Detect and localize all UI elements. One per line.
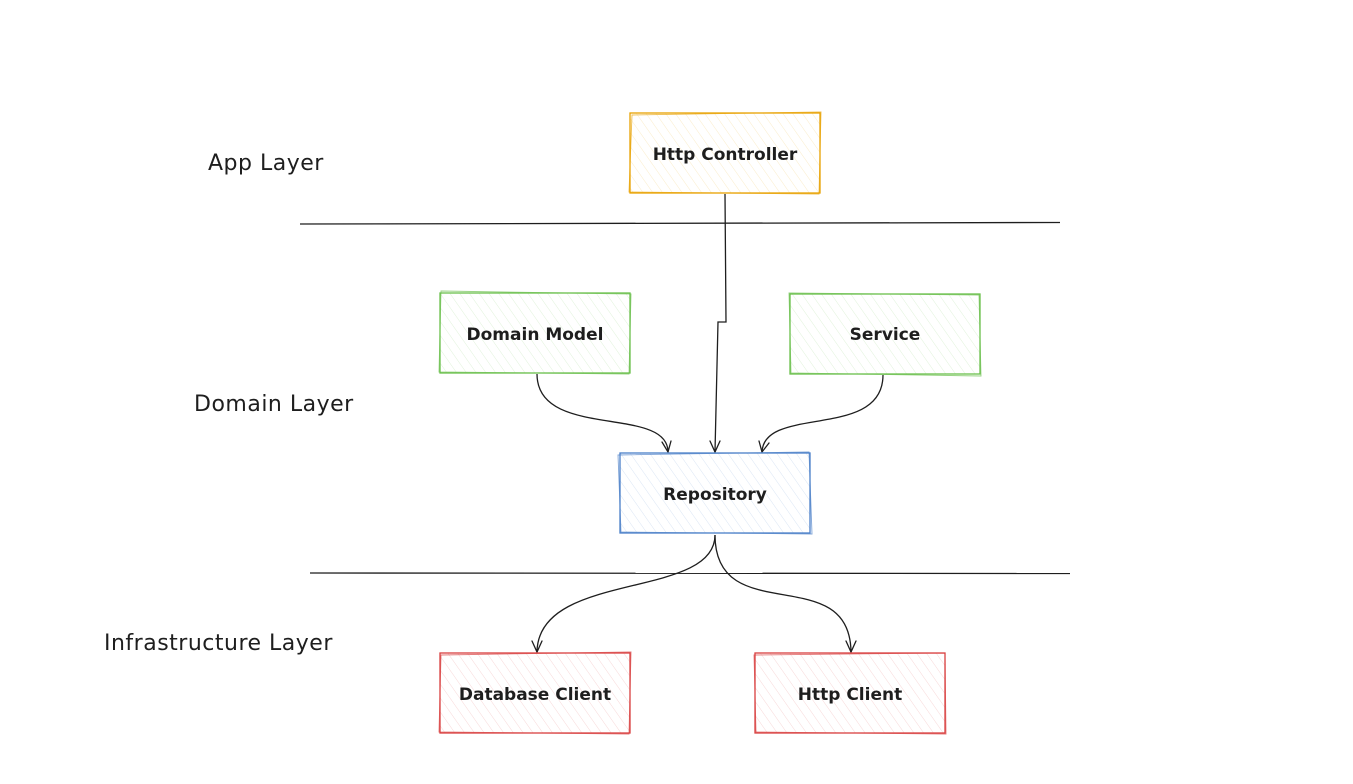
node-http-client[interactable]: Http Client [753,652,947,735]
node-domain-model[interactable]: Domain Model [438,290,632,375]
app-domain-divider [299,221,1061,225]
app-layer-label: App Layer [208,151,324,176]
database-client-label: Database Client [459,685,611,705]
node-database-client[interactable]: Database Client [438,651,632,735]
http-controller-label: Http Controller [653,145,798,165]
edge-controller-to-repository [709,193,727,454]
domain-infrastructure-divider [309,572,1071,575]
edge-service-to-repository [758,374,884,454]
node-service[interactable]: Service [788,292,982,377]
node-http-controller[interactable]: Http Controller [628,111,822,195]
edge-domain-model-to-repository [536,373,672,454]
infrastructure-layer-label: Infrastructure Layer [104,631,333,656]
repository-label: Repository [663,485,767,505]
http-client-label: Http Client [798,685,902,705]
edge-repository-to-database-client [531,534,716,654]
domain-layer-label: Domain Layer [194,392,354,417]
edge-repository-to-http-client [714,534,857,654]
node-repository[interactable]: Repository [617,451,813,535]
service-label: Service [850,325,921,345]
domain-model-label: Domain Model [467,325,604,345]
